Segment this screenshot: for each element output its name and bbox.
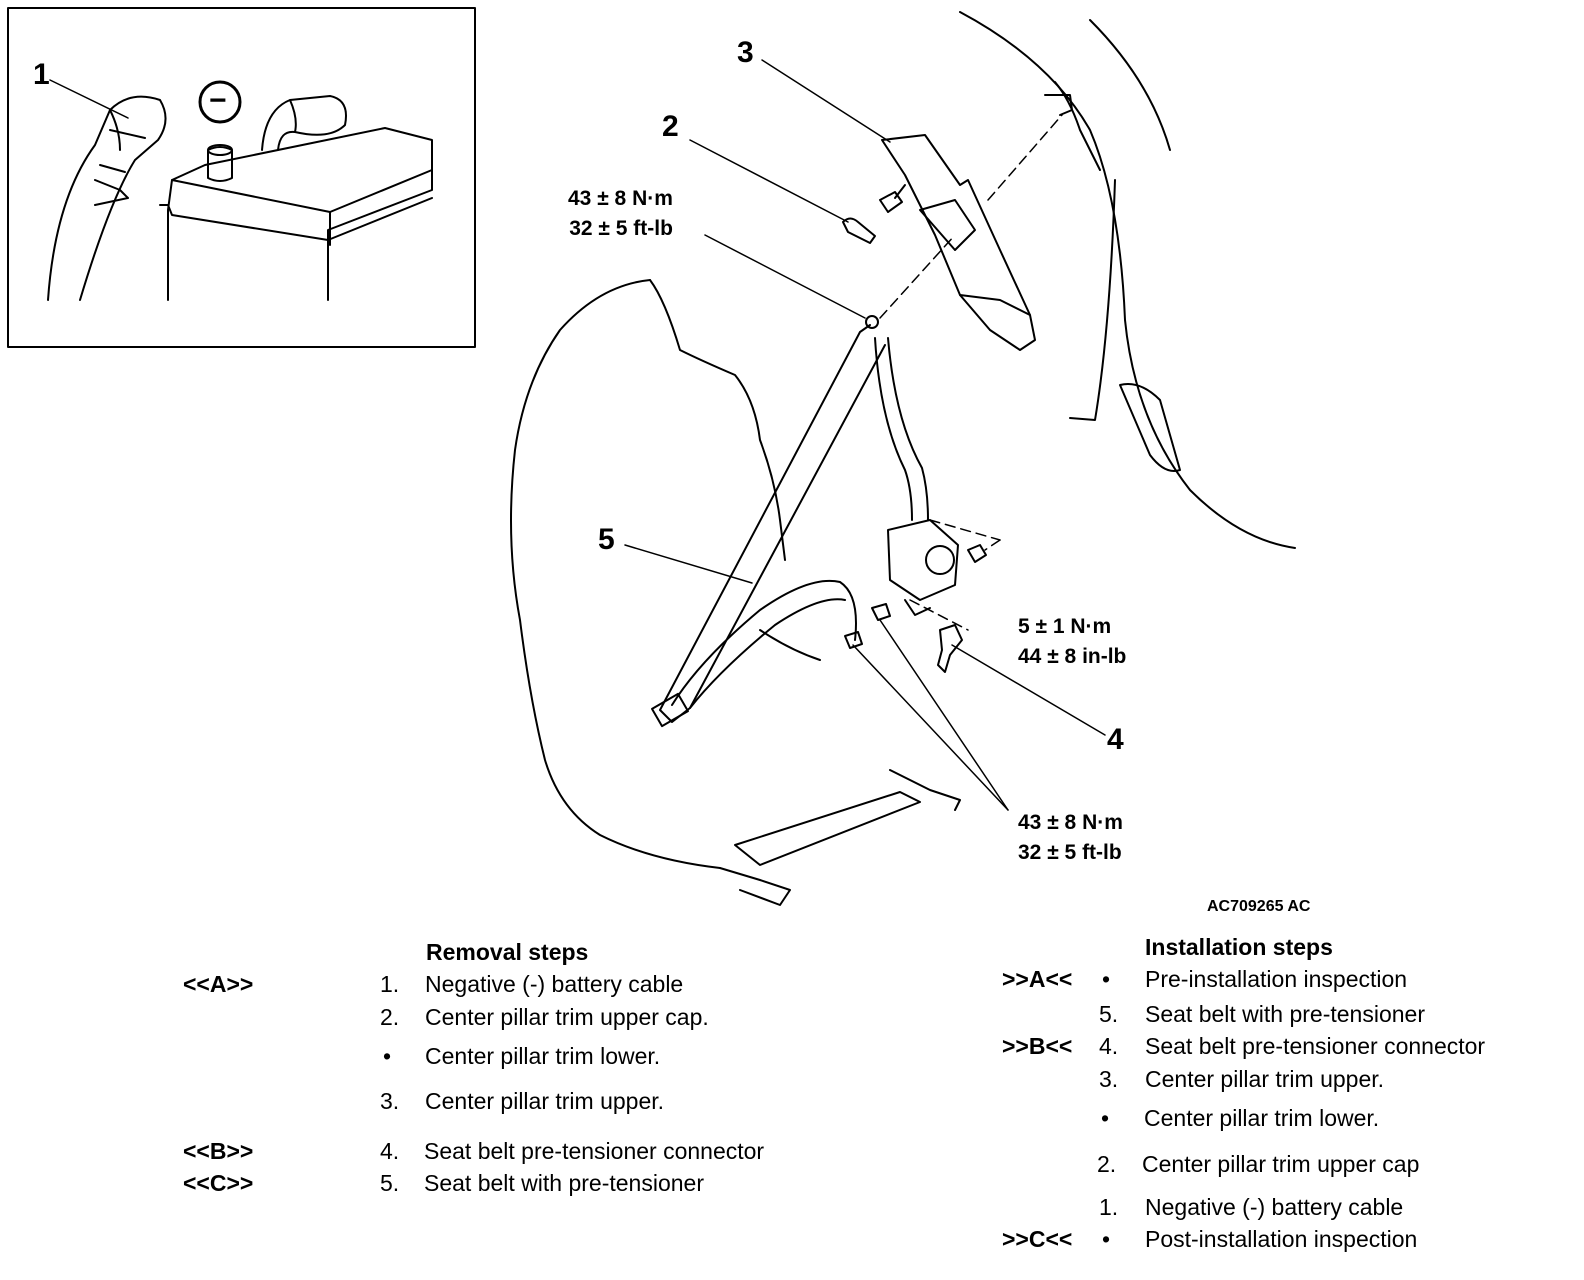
step-label: Seat belt with pre-tensioner xyxy=(1145,1001,1425,1027)
lower-bolt-b xyxy=(844,631,863,649)
installation-step: >>A<< • Pre-installation inspection xyxy=(1002,966,1562,996)
removal-step: 3. Center pillar trim upper. xyxy=(183,1088,823,1118)
step-label: Negative (-) battery cable xyxy=(1145,1194,1404,1220)
step-number: 5. xyxy=(380,1170,400,1196)
pretensioner-connector xyxy=(937,624,963,673)
lower-bolt-a xyxy=(871,603,891,621)
installation-step: 2. Center pillar trim upper cap xyxy=(1002,1151,1562,1181)
battery-inset xyxy=(7,7,476,348)
upper-bolt xyxy=(879,184,906,213)
step-number: 2. xyxy=(1097,1151,1117,1177)
upper-anchor-bolt xyxy=(865,315,879,329)
removal-step: <<C>> 5. Seat belt with pre-tensioner xyxy=(183,1170,823,1200)
removal-heading: Removal steps xyxy=(426,939,589,965)
assembly-lines xyxy=(879,114,1063,631)
figure-id: AC709265 AC xyxy=(1207,898,1311,915)
callout-2: 2 xyxy=(662,110,679,143)
pillar-trim-upper xyxy=(881,134,1036,351)
step-label: Negative (-) battery cable xyxy=(425,971,684,997)
step-number: 1. xyxy=(1099,1194,1119,1220)
step-label: Center pillar trim upper. xyxy=(425,1088,665,1114)
step-label: Post-installation inspection xyxy=(1145,1226,1418,1252)
installation-step: >>B<< 4. Seat belt pre-tensioner connect… xyxy=(1002,1033,1562,1063)
removal-step: 2. Center pillar trim upper cap. xyxy=(183,1004,823,1034)
step-label: Center pillar trim upper cap xyxy=(1142,1151,1420,1177)
step-code: >>A<< xyxy=(1002,966,1073,992)
step-label: Pre-installation inspection xyxy=(1145,966,1408,992)
torque-imperial: 32 ± 5 ft-lb xyxy=(1018,841,1122,864)
step-code: >>B<< xyxy=(1002,1033,1073,1059)
step-number: 3. xyxy=(380,1088,400,1114)
installation-step: 5. Seat belt with pre-tensioner xyxy=(1002,1001,1562,1031)
negative-terminal-symbol: − xyxy=(209,84,227,117)
step-number: 3. xyxy=(1099,1066,1119,1092)
step-code: <<B>> xyxy=(183,1138,254,1164)
callout-4: 4 xyxy=(1107,723,1124,756)
step-number: 2. xyxy=(380,1004,400,1030)
installation-step: >>C<< • Post-installation inspection xyxy=(1002,1226,1562,1256)
step-label: Center pillar trim lower. xyxy=(425,1043,661,1069)
retractor-bolt xyxy=(967,544,987,563)
seat xyxy=(510,279,961,906)
step-number: • xyxy=(1102,966,1111,992)
body-panel xyxy=(959,11,1296,549)
torque-metric: 5 ± 1 N·m xyxy=(1018,615,1112,638)
step-label: Center pillar trim lower. xyxy=(1144,1105,1380,1131)
step-code: <<A>> xyxy=(183,971,254,997)
step-code: >>C<< xyxy=(1002,1226,1073,1252)
torque-imperial: 32 ± 5 ft-lb xyxy=(569,217,673,240)
torque-lower-anchor: 43 ± 8 N·m 32 ± 5 ft-lb xyxy=(1018,808,1123,868)
removal-step: • Center pillar trim lower. xyxy=(183,1043,823,1073)
callout-3: 3 xyxy=(737,36,754,69)
torque-metric: 43 ± 8 N·m xyxy=(568,187,673,210)
callout-5: 5 xyxy=(598,523,615,556)
step-code: <<C>> xyxy=(183,1170,254,1196)
step-label: Seat belt pre-tensioner connector xyxy=(424,1138,765,1164)
torque-imperial: 44 ± 8 in-lb xyxy=(1018,645,1127,668)
retractor xyxy=(887,519,959,616)
step-label: Seat belt pre-tensioner connector xyxy=(1145,1033,1486,1059)
torque-metric: 43 ± 8 N·m xyxy=(1018,811,1123,834)
step-label: Seat belt with pre-tensioner xyxy=(424,1170,704,1196)
installation-step: 1. Negative (-) battery cable xyxy=(1002,1194,1562,1224)
step-number: 5. xyxy=(1099,1001,1119,1027)
installation-step: 3. Center pillar trim upper. xyxy=(1002,1066,1562,1096)
torque-retractor: 5 ± 1 N·m 44 ± 8 in-lb xyxy=(1018,612,1126,672)
installation-step: • Center pillar trim lower. xyxy=(1002,1105,1562,1135)
step-number: 4. xyxy=(380,1138,400,1164)
leader-lines xyxy=(624,59,1106,811)
step-number: • xyxy=(1102,1226,1111,1252)
installation-heading: Installation steps xyxy=(1145,934,1333,960)
step-label: Center pillar trim upper cap. xyxy=(425,1004,709,1030)
removal-step: <<A>> 1. Negative (-) battery cable xyxy=(183,971,823,1001)
step-number: 1. xyxy=(380,971,400,997)
torque-upper-anchor: 43 ± 8 N·m 32 ± 5 ft-lb xyxy=(568,184,673,244)
seat-belt xyxy=(651,324,929,728)
step-label: Center pillar trim upper. xyxy=(1145,1066,1385,1092)
removal-step: <<B>> 4. Seat belt pre-tensioner connect… xyxy=(183,1138,823,1168)
step-number: 4. xyxy=(1099,1033,1119,1059)
step-number: • xyxy=(1101,1105,1110,1131)
callout-1: 1 xyxy=(33,58,50,91)
step-number: • xyxy=(383,1043,392,1069)
